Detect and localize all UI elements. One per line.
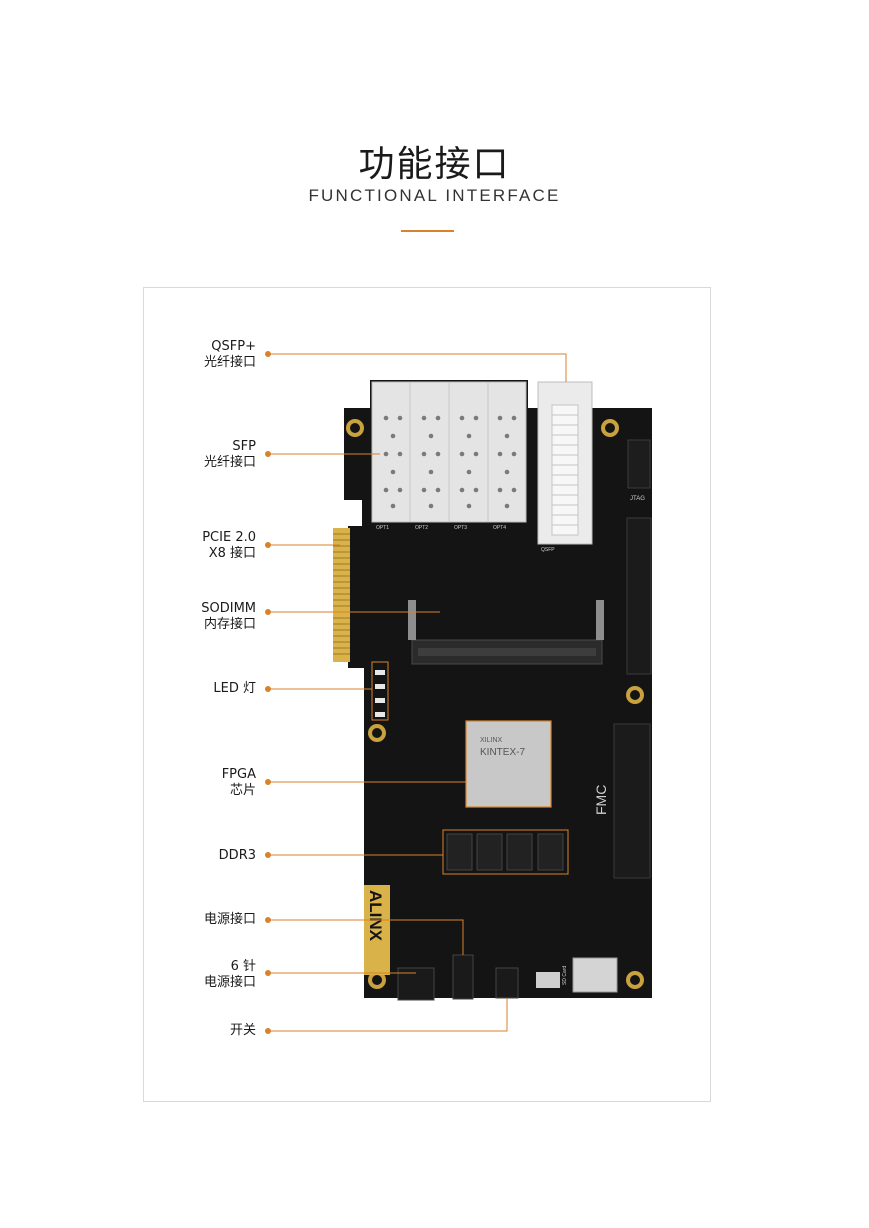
mounting-hole	[372, 975, 382, 985]
callout-label-led: LED 灯	[213, 681, 256, 697]
fpga-brand: XILINX	[480, 737, 503, 744]
jtag-label: JTAG	[630, 496, 645, 502]
sodimm-latch	[408, 600, 416, 640]
callout-dot	[265, 351, 271, 357]
callout-line: 芯片	[229, 783, 256, 798]
callout-label-switch: 开关	[230, 1023, 256, 1039]
ddr3-chip	[506, 833, 533, 871]
callout-label-pcie: PCIE 2.0 X8 接口	[202, 530, 256, 562]
mounting-hole	[630, 975, 640, 985]
callout-line: LED 灯	[213, 681, 256, 696]
callout-label-sfp: SFP 光纤接口	[204, 439, 256, 471]
callout-dot	[265, 686, 271, 692]
callout-line: FPGA	[221, 767, 256, 782]
sd-card-slot	[572, 957, 618, 993]
callout-dot	[265, 970, 271, 976]
fpga-package	[465, 720, 552, 808]
callout-line: 电源接口	[203, 912, 256, 927]
power-switch	[495, 967, 519, 999]
fmc-socket	[613, 723, 651, 879]
fpga-chip: XILINX KINTEX-7	[465, 720, 552, 808]
callout-leader	[268, 353, 567, 382]
image-frame	[143, 287, 711, 1102]
callout-line: 光纤接口	[203, 455, 256, 470]
mounting-hole	[372, 728, 382, 738]
led	[375, 684, 385, 689]
mounting-holes	[346, 419, 644, 989]
callout-label-fpga: FPGA 芯片	[222, 767, 256, 799]
callout-line: X8 接口	[208, 546, 256, 561]
ddr3-chips	[442, 829, 569, 875]
sd-card-label: SD Card	[562, 966, 568, 985]
sfp-port-label: OPT3	[454, 525, 467, 531]
sfp-port-label: OPT2	[415, 525, 428, 531]
mounting-hole	[630, 690, 640, 700]
callout-dot	[265, 451, 271, 457]
page-subtitle: FUNCTIONAL INTERFACE	[308, 186, 561, 205]
expansion-header	[626, 517, 652, 675]
fmc-label: FMC	[593, 785, 609, 815]
jtag-connector	[627, 439, 651, 489]
sodimm-slot	[408, 600, 604, 665]
alinx-logo: ALINX	[364, 885, 390, 975]
page-title: 功能接口	[358, 144, 511, 185]
callout-line: 电源接口	[203, 975, 256, 990]
callout-label-power: 电源接口	[204, 912, 256, 928]
sfp-vent-holes	[383, 415, 517, 509]
callout-dots	[265, 351, 271, 1034]
callout-line: SODIMM	[201, 601, 256, 616]
callout-leader	[268, 919, 464, 955]
ddr3-chip	[446, 833, 473, 871]
callout-dot	[265, 609, 271, 615]
callout-label-six-pin-power: 6 针 电源接口	[204, 959, 256, 991]
callout-dot	[265, 542, 271, 548]
qsfp-label: QSFP	[541, 547, 555, 553]
fpga-model: KINTEX-7	[480, 747, 525, 758]
callout-label-sodimm: SODIMM 内存接口	[201, 601, 256, 633]
pcie-edge-connector	[333, 528, 350, 662]
callout-leader	[268, 998, 508, 1032]
power-jack	[452, 954, 474, 1000]
callout-dot	[265, 917, 271, 923]
title-accent-divider	[401, 230, 454, 232]
sfp-port-label: OPT1	[376, 525, 389, 531]
fmc-connector: FMC	[593, 723, 651, 879]
mounting-hole	[350, 423, 360, 433]
callout-label-ddr3: DDR3	[219, 848, 256, 864]
ddr3-chip	[537, 833, 564, 871]
pcie-gold-fingers	[333, 528, 350, 662]
callout-label-qsfp: QSFP+ 光纤接口	[204, 339, 256, 371]
callout-leaders	[268, 353, 567, 1032]
callout-line: SFP	[232, 439, 256, 454]
callout-dot	[265, 779, 271, 785]
jtag-header: JTAG	[627, 439, 651, 502]
led	[375, 712, 385, 717]
alinx-brand: ALINX	[366, 890, 385, 942]
callout-line: QSFP+	[211, 339, 256, 354]
callout-line: DDR3	[218, 848, 256, 863]
usb-port	[536, 972, 560, 988]
sodimm-latch	[596, 600, 604, 640]
callout-line: 开关	[229, 1023, 256, 1038]
ddr3-chip	[476, 833, 503, 871]
qsfp-cage: QSFP	[537, 381, 593, 553]
callout-line: PCIE 2.0	[202, 530, 256, 545]
callout-line: 6 针	[230, 959, 256, 974]
callout-dot	[265, 1028, 271, 1034]
led	[375, 698, 385, 703]
callout-line: 内存接口	[203, 617, 256, 632]
sfp-cage: OPT1 OPT2 OPT3 OPT4	[371, 381, 527, 531]
callout-dot	[265, 852, 271, 858]
sfp-port-label: OPT4	[493, 525, 506, 531]
led	[375, 670, 385, 675]
led-group	[371, 661, 389, 721]
mounting-hole	[605, 423, 615, 433]
callout-line: 光纤接口	[203, 355, 256, 370]
